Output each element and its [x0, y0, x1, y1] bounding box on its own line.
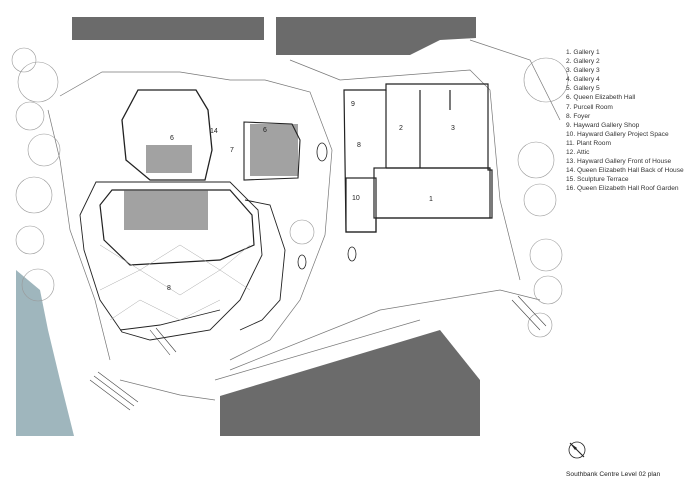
legend-item: 6. Queen Elizabeth Hall: [566, 94, 636, 102]
site-ovals: [297, 142, 357, 270]
plan-caption: Southbank Centre Level 02 plan: [566, 471, 661, 478]
legend-item: 11. Plant Room: [566, 139, 611, 147]
legend-item: 14. Queen Elizabeth Hall Back of House: [566, 167, 684, 175]
room-labels: 1 2 3 6 7 8 9 10 14 6 8: [167, 101, 455, 292]
legend-item: 2. Gallery 2: [566, 58, 600, 66]
legend-item: 5. Gallery 5: [566, 85, 600, 93]
label-qeh-boh: 14: [210, 128, 218, 135]
label-qeh-2: 6: [263, 127, 267, 134]
legend-item: 10. Hayward Gallery Project Space: [566, 130, 669, 138]
label-foyer-1: 8: [357, 142, 361, 149]
site-lines: [47, 39, 561, 401]
hayward-gallery: [343, 83, 493, 233]
purcell-room: [243, 121, 301, 181]
building-top-right: [276, 17, 476, 55]
building-bottom: [220, 330, 480, 436]
label-shop: 9: [351, 101, 355, 108]
label-foyer-2: 8: [167, 285, 171, 292]
label-qeh: 6: [170, 135, 174, 142]
legend-item: 7. Purcell Room: [566, 103, 613, 111]
legend-item: 15. Sculpture Terrace: [566, 176, 629, 184]
river-water: [16, 270, 74, 436]
legend-item: 16. Queen Elizabeth Hall Roof Garden: [566, 185, 679, 193]
trees: [11, 47, 569, 338]
building-top-left: [72, 17, 264, 40]
legend-item: 1. Gallery 1: [566, 49, 600, 56]
foyer-grid: [99, 244, 251, 321]
legend-item: 8. Foyer: [566, 112, 591, 120]
legend-item: 12. Attic: [566, 149, 590, 157]
label-project-space: 10: [352, 195, 360, 202]
label-gallery-2: 2: [399, 125, 403, 132]
label-gallery-3: 3: [451, 125, 455, 132]
qeh-seating: [124, 124, 298, 230]
legend-item: 13. Hayward Gallery Front of House: [566, 158, 672, 166]
legend-item: 4. Gallery 4: [566, 76, 600, 84]
north-arrow-icon: [568, 441, 586, 459]
legend-item: 9. Hayward Gallery Shop: [566, 121, 640, 129]
legend-item: 3. Gallery 3: [566, 67, 600, 75]
label-purcell: 7: [230, 147, 234, 154]
stairs: [89, 295, 547, 411]
label-gallery-1: 1: [429, 196, 433, 203]
